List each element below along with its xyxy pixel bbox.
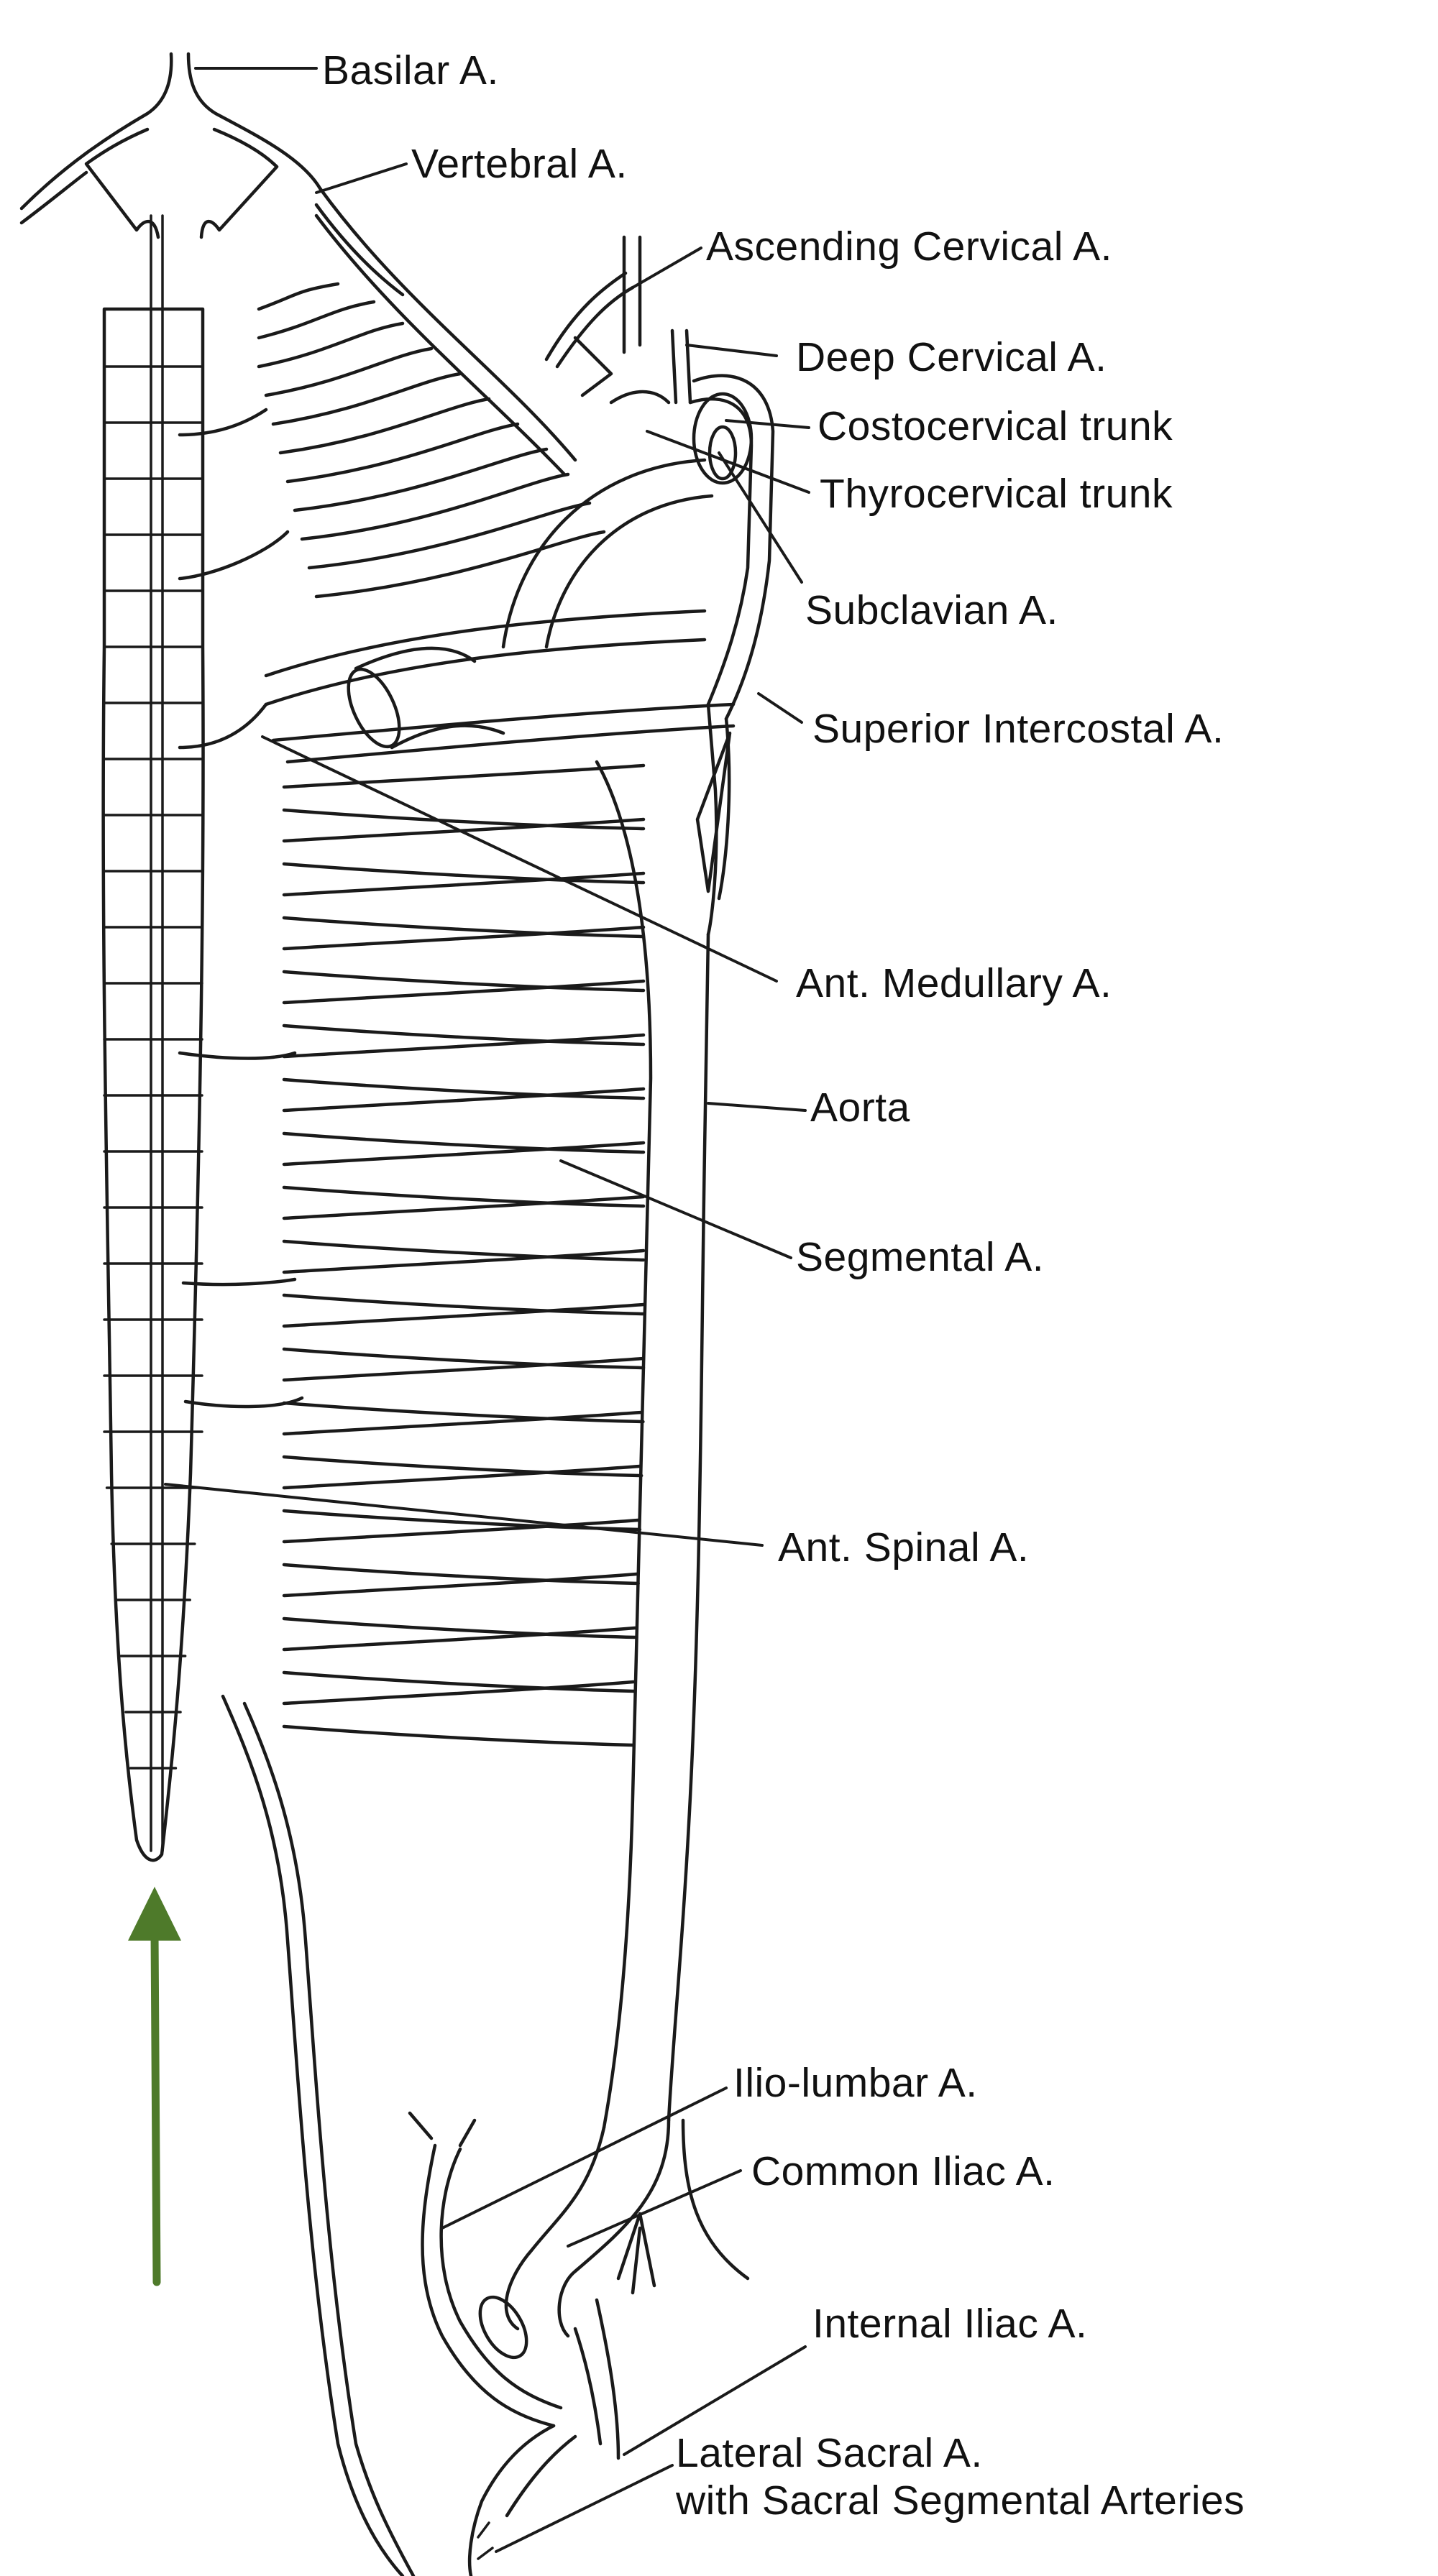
label-sacral-segmental-arteries: with Sacral Segmental Arteries <box>675 2478 1245 2524</box>
basilar-vertebral-arch <box>19 52 405 297</box>
segmental-artery-line <box>282 1131 646 1154</box>
upper-rib-lines <box>257 282 606 599</box>
label-ant-medullary-a: Ant. Medullary A. <box>796 960 1112 1006</box>
cervical-rib-line <box>307 501 592 570</box>
segmental-artery-line <box>282 1195 646 1220</box>
cervical-rib-line <box>300 472 570 541</box>
segmental-artery-line <box>282 970 646 993</box>
label-ilio-lumbar-a: Ilio-lumbar A. <box>733 2060 978 2106</box>
label-thyrocervical-trunk: Thyrocervical trunk <box>820 471 1173 517</box>
segmental-artery-line <box>282 1185 646 1208</box>
segmental-artery-line <box>282 1563 640 1586</box>
label-superior-intercostal-a: Superior Intercostal A. <box>812 706 1224 752</box>
spinal-cord <box>101 214 205 1862</box>
cervical-rib-line <box>314 530 606 599</box>
label-internal-iliac-a: Internal Iliac A. <box>812 2301 1087 2347</box>
aorta <box>595 760 710 2130</box>
segmental-artery-line <box>282 1033 646 1059</box>
segmental-artery-line <box>282 1302 646 1328</box>
segmental-artery-line <box>282 1518 640 1544</box>
pointer-arrow <box>128 1887 181 2286</box>
cervical-arteries <box>544 235 692 405</box>
segmental-artery-line <box>282 1141 646 1167</box>
label-lateral-sacral-a: Lateral Sacral A. <box>676 2430 983 2476</box>
leader-lines <box>164 67 810 2553</box>
segmental-artery-line <box>282 1293 646 1316</box>
segmental-artery-line <box>282 862 646 885</box>
segmental-artery-line <box>282 763 646 789</box>
label-ant-spinal-a: Ant. Spinal A. <box>778 1524 1029 1570</box>
label-subclavian-a: Subclavian A. <box>805 587 1058 633</box>
segmental-artery-line <box>282 1077 646 1100</box>
cervical-rib-line <box>293 447 549 512</box>
segmental-artery-line <box>282 1087 646 1113</box>
cervical-rib-line <box>271 372 462 426</box>
segmental-artery-line <box>282 1356 645 1382</box>
segmental-artery-line <box>282 1680 636 1706</box>
segmental-artery-line <box>282 1410 644 1436</box>
cervical-rib-line <box>278 397 491 455</box>
segmental-artery-line <box>282 817 646 843</box>
segmental-artery-line <box>282 1572 638 1598</box>
label-deep-cervical-a: Deep Cervical A. <box>796 334 1107 380</box>
cervical-rib-line <box>257 321 405 369</box>
label-segmental-a: Segmental A. <box>796 1234 1044 1280</box>
superior-intercostal <box>264 609 736 893</box>
segmental-artery-line <box>282 871 646 897</box>
cervical-rib-line <box>264 346 434 397</box>
segmental-artery-line <box>282 1724 636 1747</box>
segmental-artery-line <box>282 1239 646 1262</box>
segmental-artery-line <box>282 808 646 831</box>
segmental-artery-line <box>282 1455 644 1478</box>
cervical-rib-line <box>257 282 340 311</box>
label-common-iliac-a: Common Iliac A. <box>751 2148 1055 2194</box>
iliac-region <box>408 2111 750 2576</box>
vertebral-artery <box>314 186 577 477</box>
segmental-artery-line <box>282 925 646 951</box>
labels: Basilar A. Vertebral A. Ascending Cervic… <box>322 47 1245 2524</box>
segmental-artery-line <box>282 979 646 1005</box>
segmental-artery-line <box>282 1670 637 1693</box>
label-vertebral-a: Vertebral A. <box>411 141 628 187</box>
segmental-artery-line <box>282 1401 645 1424</box>
label-costocervical-trunk: Costocervical trunk <box>818 403 1173 449</box>
lower-side-vessel <box>221 1694 416 2576</box>
cervical-rib-line <box>285 422 520 484</box>
segmental-artery-line <box>282 1248 646 1274</box>
segmental-artery-line <box>282 1616 638 1639</box>
segmental-artery-line <box>282 1626 637 1652</box>
aortic-arch <box>501 374 775 937</box>
segmental-arteries <box>282 763 646 1747</box>
cord-feeders <box>178 408 304 1409</box>
segmental-artery-line <box>282 916 646 939</box>
label-ascending-cervical-a: Ascending Cervical A. <box>706 224 1112 270</box>
cervical-rib-line <box>257 300 376 340</box>
segmental-artery-line <box>282 1464 642 1490</box>
label-basilar-a: Basilar A. <box>322 47 499 93</box>
segmental-artery-line <box>282 1024 646 1046</box>
cord-segments <box>103 365 203 1770</box>
segmental-artery-line <box>282 1347 646 1370</box>
label-aorta: Aorta <box>810 1085 910 1131</box>
